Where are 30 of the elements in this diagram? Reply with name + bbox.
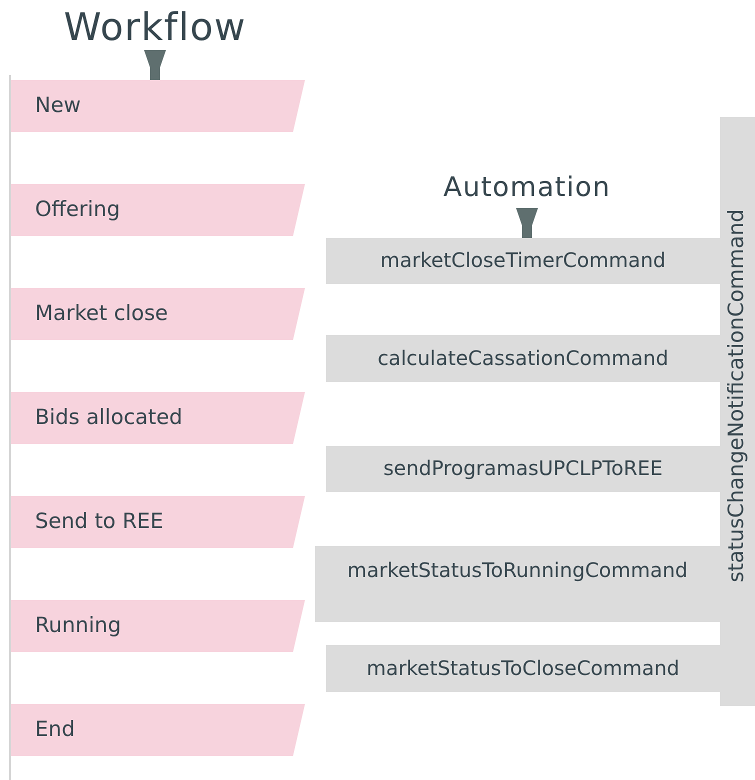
stage-label: End <box>35 717 75 741</box>
command-box <box>326 645 720 692</box>
arrow <box>516 208 538 240</box>
command-label: statusChangeNotificationCommand <box>724 209 748 582</box>
stage-box <box>11 288 305 340</box>
command-label: calculateCassationCommand <box>376 346 670 370</box>
stage-box <box>11 80 305 132</box>
stage-box <box>11 496 305 548</box>
stage-label: Market close <box>35 301 168 325</box>
command-label: marketCloseTimerCommand <box>379 248 667 272</box>
stage-box <box>11 704 305 756</box>
stage-label: Offering <box>35 197 120 221</box>
stage-box <box>11 392 305 444</box>
stage-box <box>11 600 305 652</box>
heading-label: Workflow <box>62 5 248 49</box>
command-box <box>326 335 720 382</box>
heading-label: Automation <box>442 172 612 203</box>
command-label: marketStatusToRunningCommand <box>346 558 689 582</box>
arrow <box>144 50 166 82</box>
notification-bar <box>720 117 755 706</box>
stage-label: Send to REE <box>35 509 164 533</box>
command-box <box>315 546 720 622</box>
stage-box <box>11 184 305 236</box>
command-label: marketStatusToCloseCommand <box>365 656 681 680</box>
command-box <box>326 238 720 284</box>
stage-label: Bids allocated <box>35 405 182 429</box>
command-box <box>326 446 720 492</box>
stage-label: Running <box>35 613 122 637</box>
command-label: sendProgramasUPCLPToREE <box>382 456 664 480</box>
stage-label: New <box>35 93 81 117</box>
